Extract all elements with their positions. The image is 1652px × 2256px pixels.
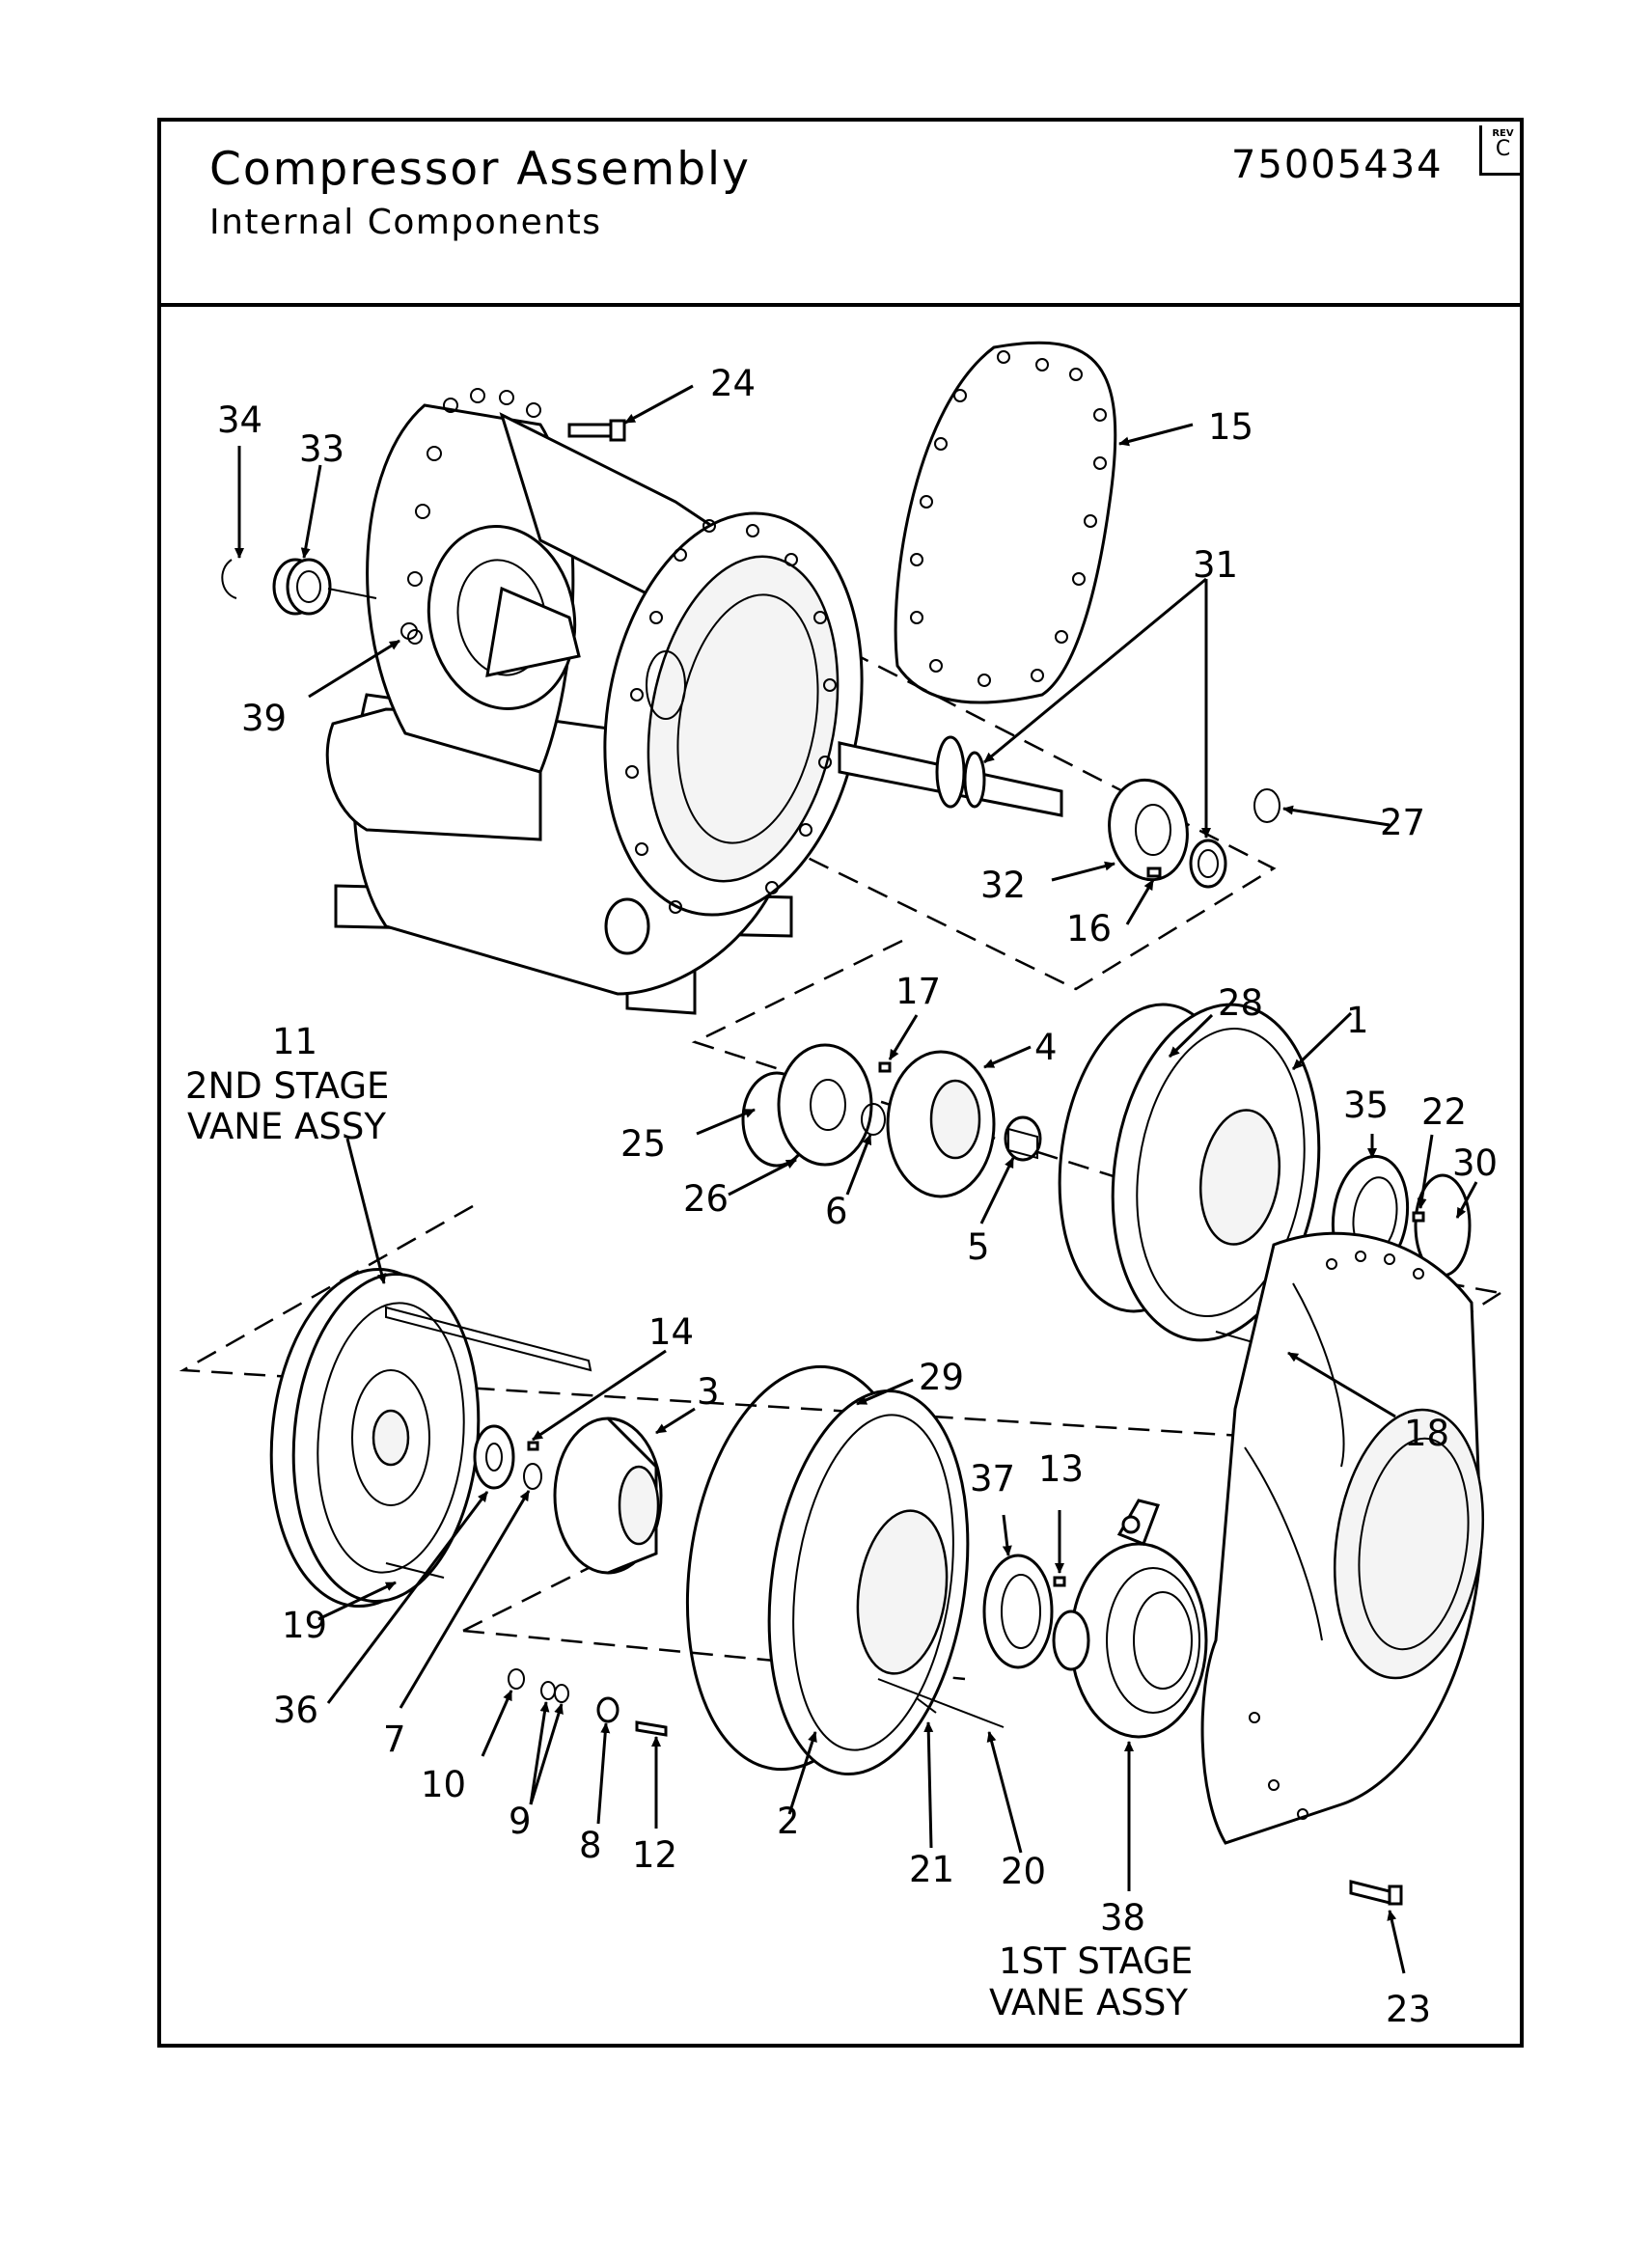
callout-21: 21 [909,1849,954,1890]
callout-15: 15 [1208,406,1253,448]
callout-37: 37 [970,1458,1015,1499]
bolt-24 [567,419,626,442]
callout-23: 23 [1386,1989,1431,2030]
label-2nd-vane-assy: VANE ASSY [187,1106,386,1147]
first-stage-vane-assembly [1052,1499,1208,1739]
first-stage-impeller-group [473,1417,663,1575]
callout-3: 3 [697,1371,720,1413]
small-hardware [508,1668,668,1737]
title-block: Compressor Assembly Internal Components … [161,122,1524,307]
callout-7: 7 [383,1719,406,1760]
callout-8: 8 [579,1825,602,1866]
callout-6: 6 [825,1191,848,1232]
callout-22: 22 [1421,1091,1467,1133]
callout-9: 9 [509,1801,532,1842]
drawing-frame: Compressor Assembly Internal Components … [157,118,1524,2048]
callout-39: 39 [241,698,287,739]
callout-1: 1 [1346,1000,1369,1041]
second-stage-vane-assembly [269,1267,592,1609]
diffuser-2 [685,1364,1005,1776]
callout-38: 38 [1100,1897,1145,1939]
callout-11: 11 [272,1021,317,1062]
callout-35: 35 [1343,1085,1389,1126]
bearing-assembly [221,558,377,616]
document-number: 75005434 [1231,143,1444,187]
callout-36: 36 [273,1690,318,1731]
gasket-15 [894,341,1117,704]
seal-37 [982,1554,1066,1669]
callout-29: 29 [919,1357,964,1398]
callout-2: 2 [777,1801,800,1842]
label-1st-vane-assy: VANE ASSY [989,1982,1188,2023]
drawing-title: Compressor Assembly [209,143,751,196]
callout-14: 14 [648,1311,694,1353]
callout-20: 20 [1001,1851,1046,1892]
callout-12: 12 [632,1834,677,1876]
label-1st-stage: 1ST STAGE [999,1940,1193,1982]
revision-value: C [1495,137,1511,161]
callout-31: 31 [1193,544,1238,586]
callout-33: 33 [299,428,344,470]
revision-label: REV [1492,128,1514,139]
callout-17: 17 [895,971,941,1012]
callout-30: 30 [1452,1142,1498,1184]
compressor-housing [325,388,864,1015]
shaft-assembly [838,735,1280,889]
callout-25: 25 [620,1123,666,1165]
callout-labels: 24 15 31 27 32 16 34 33 39 17 28 1 4 25 … [185,363,1498,2030]
callout-10: 10 [421,1764,466,1805]
inlet-housing [1200,1231,1485,1906]
callout-27: 27 [1380,802,1425,843]
callout-26: 26 [683,1178,729,1220]
callout-5: 5 [967,1226,990,1268]
callout-19: 19 [282,1605,327,1646]
callout-16: 16 [1066,908,1112,949]
revision-box: REV C [1479,125,1524,176]
callout-28: 28 [1218,982,1263,1024]
callout-13: 13 [1038,1448,1084,1490]
callout-34: 34 [217,399,262,441]
leader-lines [234,384,1478,1974]
label-2nd-stage: 2ND STAGE [185,1065,389,1107]
drawing-subtitle: Internal Components [209,203,602,242]
callout-24: 24 [710,363,756,404]
second-stage-impeller-group [741,1043,1042,1198]
callout-4: 4 [1034,1027,1058,1068]
callout-18: 18 [1404,1413,1449,1454]
callout-32: 32 [980,865,1026,906]
